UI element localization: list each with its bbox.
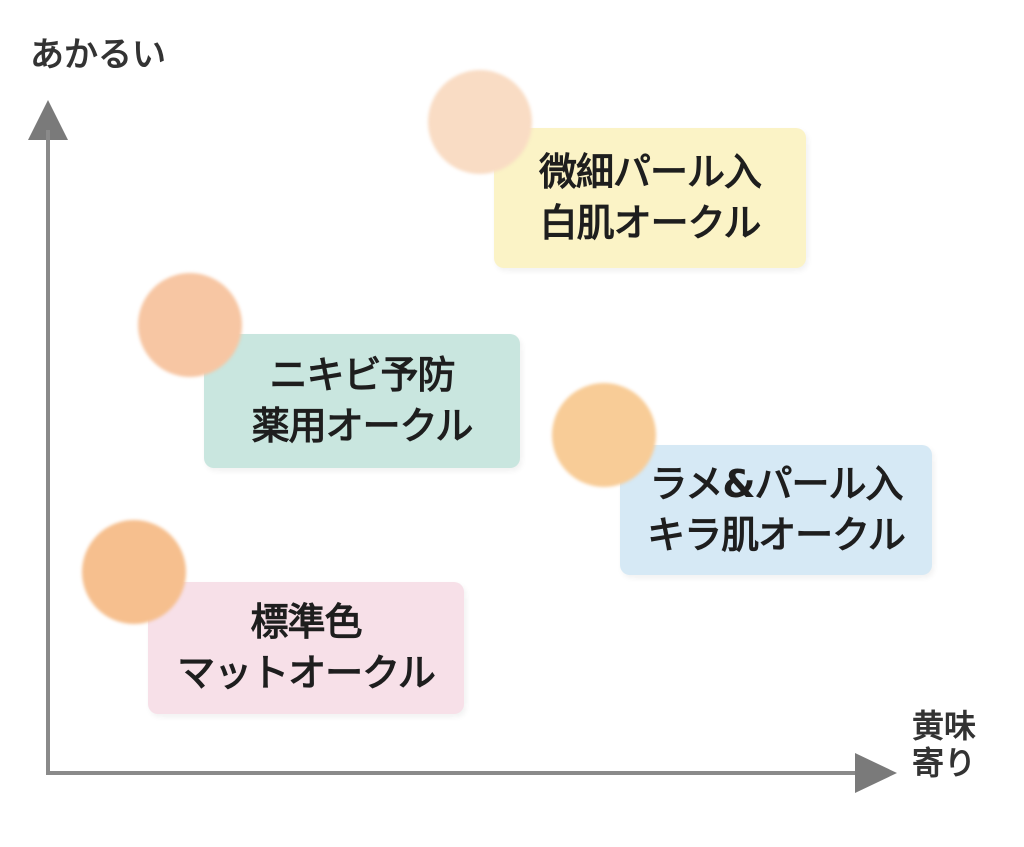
color-swatch-circle xyxy=(428,70,532,174)
y-axis-label: あかるい xyxy=(30,35,166,75)
color-swatch-circle xyxy=(138,273,242,377)
color-swatch-circle xyxy=(552,383,656,487)
label-line2: マットオークル xyxy=(177,651,436,695)
label-line1: 微細パール入 xyxy=(538,149,762,194)
x-axis-label: 黄味 寄り xyxy=(912,708,976,782)
label-line1: ラメ&パール入 xyxy=(649,461,904,506)
label-box-shiro-hada-ocher: 微細パール入 白肌オークル xyxy=(494,128,806,268)
x-axis-label-line2: 寄り xyxy=(912,743,977,782)
label-line2: 白肌オークル xyxy=(539,201,762,245)
label-line1: ニキビ予防 xyxy=(269,352,455,397)
label-line2: 薬用オークル xyxy=(251,404,474,448)
color-swatch-circle xyxy=(82,520,186,624)
label-box-matte-ocher: 標準色 マットオークル xyxy=(148,582,464,714)
label-line1: 標準色 xyxy=(250,599,362,644)
label-line2: キラ肌オークル xyxy=(647,513,906,557)
label-box-medicated-ocher: ニキビ予防 薬用オークル xyxy=(204,334,520,468)
arrow-right-icon xyxy=(855,753,897,793)
x-axis-label-line1: 黄味 xyxy=(912,707,977,745)
x-axis-line xyxy=(46,771,861,775)
label-box-kira-hada-ocher: ラメ&パール入 キラ肌オークル xyxy=(620,445,932,575)
y-axis-line xyxy=(46,130,50,775)
